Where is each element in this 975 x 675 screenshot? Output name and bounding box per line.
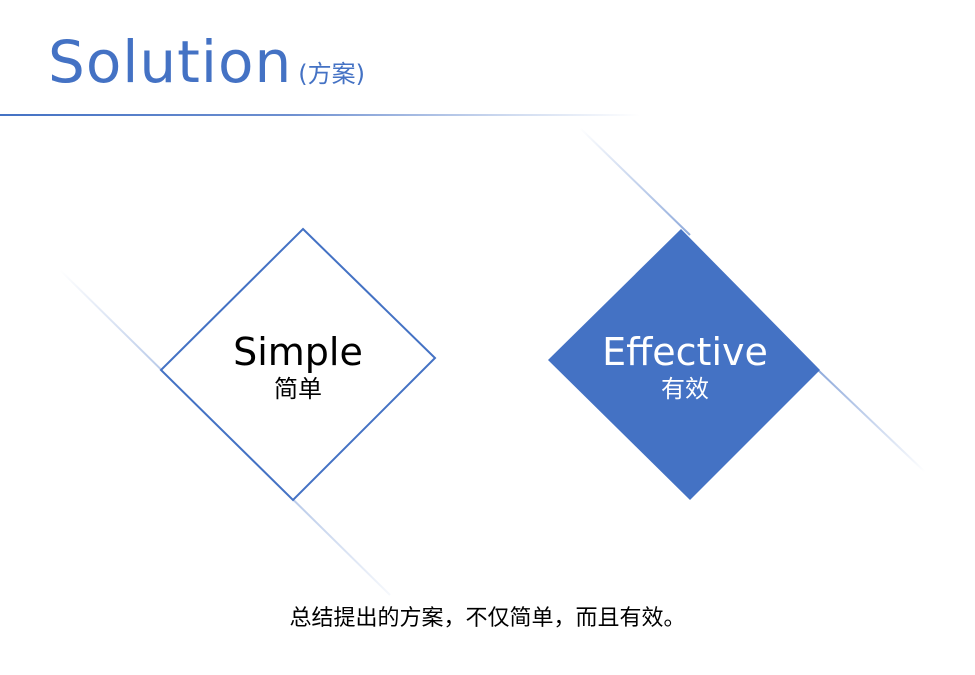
simple-label-en: Simple [233, 330, 363, 374]
diagonal-line-right [817, 369, 926, 473]
title-main: Solution [48, 28, 293, 96]
title-sub: (方案) [298, 60, 366, 88]
summary-text: 总结提出的方案，不仅简单，而且有效。 [289, 606, 686, 631]
diagonal-line-top [579, 127, 691, 236]
title-underline [0, 114, 640, 116]
effective-card-label: Effective 有效 [585, 330, 785, 404]
page-title: Solution(方案) [48, 28, 365, 96]
effective-diamond [548, 229, 820, 500]
simple-label-cn: 简单 [274, 375, 322, 403]
simple-diamond [159, 227, 437, 502]
simple-card-label: Simple 简单 [203, 330, 393, 404]
effective-label-en: Effective [602, 330, 768, 374]
effective-label-cn: 有效 [661, 375, 709, 403]
